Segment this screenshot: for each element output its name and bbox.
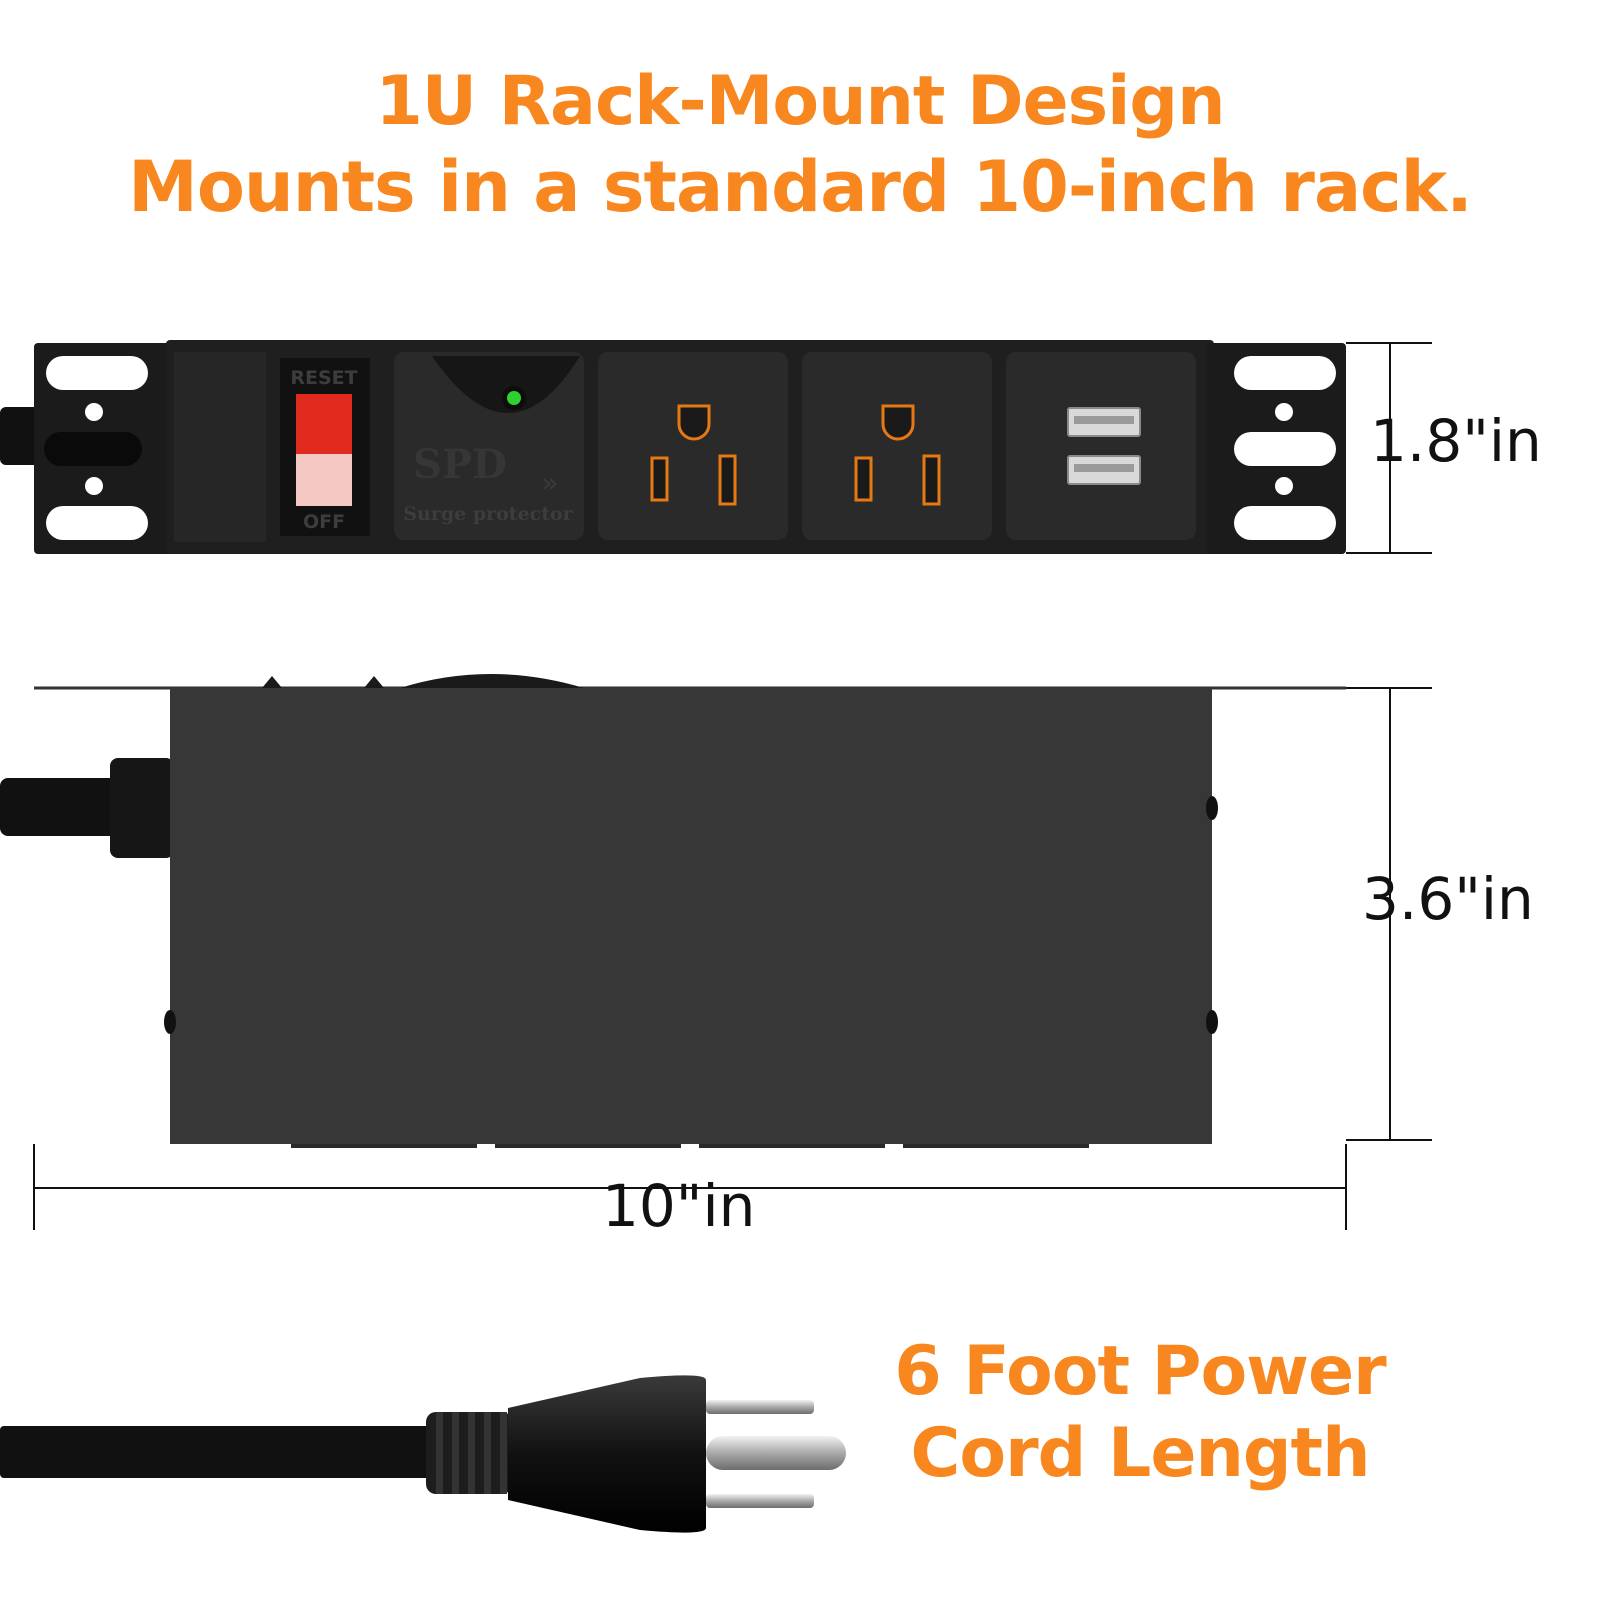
height-dimension-line xyxy=(1346,342,1432,554)
screw-icon xyxy=(1206,796,1218,820)
cord-strain-relief xyxy=(110,758,174,858)
usb-port-icon xyxy=(1006,352,1196,540)
spd-module: SPD » Surge protector xyxy=(394,352,584,540)
mounting-ear-icon xyxy=(1206,343,1346,554)
svg-text:»: » xyxy=(541,466,558,499)
headline-line-2: Mounts in a standard 10-inch rack. xyxy=(128,146,1473,228)
outlet-icon xyxy=(598,352,788,540)
spd-caption: Surge protector xyxy=(403,503,573,525)
depth-dimension-label: 3.6"in xyxy=(1362,865,1534,933)
outlet-icon xyxy=(802,352,992,540)
switch-off-label: OFF xyxy=(303,511,345,533)
height-dimension-label: 1.8"in xyxy=(1370,407,1542,475)
screw-icon xyxy=(1206,1010,1218,1034)
headline-line-1: 1U Rack-Mount Design xyxy=(375,62,1225,141)
width-dimension-label: 10"in xyxy=(602,1172,756,1240)
spd-label: SPD xyxy=(413,441,507,488)
depth-dimension-line xyxy=(1346,687,1432,1141)
front-view: RESET OFF SPD » Surge protector xyxy=(0,340,1346,554)
power-cord-top xyxy=(0,778,130,836)
screw-icon xyxy=(164,1010,176,1034)
power-plug-icon xyxy=(0,1375,846,1533)
cord-length-line-2: Cord Length xyxy=(910,1414,1371,1493)
top-body xyxy=(170,688,1212,1144)
mounting-ear-icon xyxy=(34,343,174,554)
reset-switch-icon: RESET OFF xyxy=(280,358,370,536)
switch-reset-label: RESET xyxy=(290,367,357,389)
top-view xyxy=(0,674,1346,1148)
led-indicator-icon xyxy=(507,391,521,405)
power-cord xyxy=(0,1426,440,1478)
cord-length-line-1: 6 Foot Power xyxy=(894,1332,1386,1411)
width-dimension-line xyxy=(33,1144,1347,1230)
